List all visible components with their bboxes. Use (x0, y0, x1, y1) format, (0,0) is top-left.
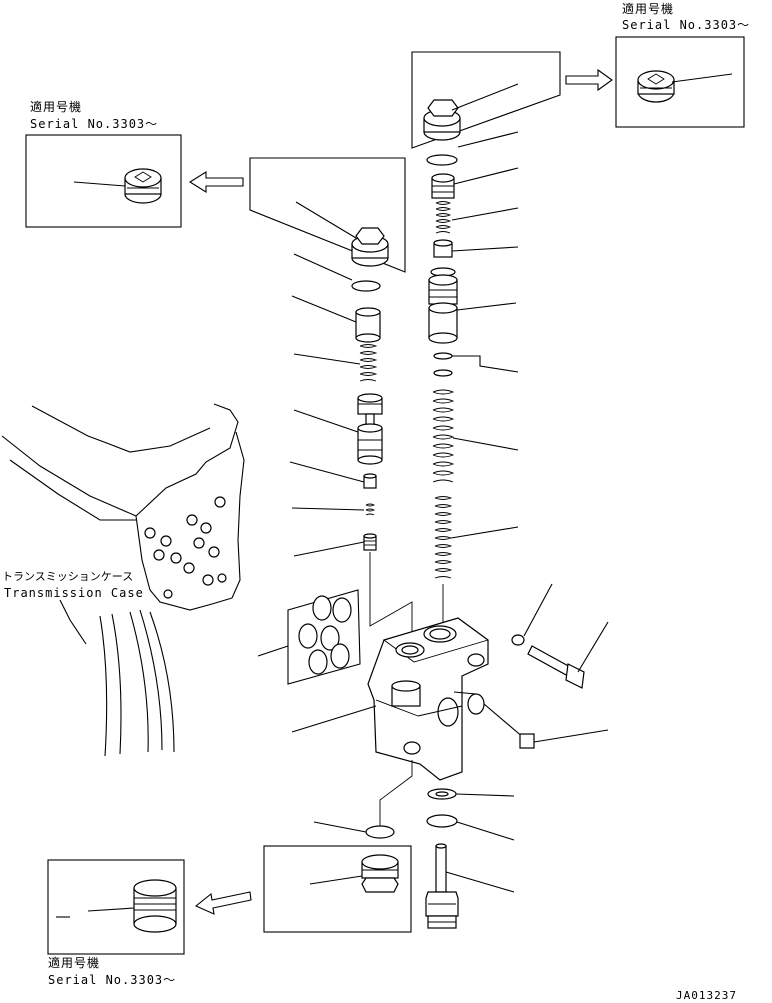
arrow-left-icon (188, 171, 244, 193)
plug-box-bottom (263, 821, 412, 933)
transmission-case-label-jp: トランスミッションケース (2, 570, 134, 583)
arrow-left-bottom-icon (194, 891, 252, 915)
left-column-parts (289, 253, 413, 640)
drawing-id: JA013237 (676, 989, 737, 1002)
plug-box-top (411, 51, 561, 149)
inset-plug-top-right (615, 36, 745, 128)
arrow-right-icon (565, 68, 613, 92)
plug-box-left (249, 157, 406, 273)
serial-bottom-left-applicable: 適用号機 (48, 956, 101, 970)
gasket (257, 589, 361, 685)
serial-bottom-left-number: Serial No.3303～ (48, 973, 177, 987)
transmission-case (1, 403, 245, 757)
serial-top-left-number: Serial No.3303～ (30, 117, 159, 131)
serial-top-right-number: Serial No.3303～ (622, 18, 751, 32)
serial-top-right-applicable: 適用号機 (622, 2, 675, 16)
bottom-right-parts (425, 788, 515, 929)
serial-top-left-applicable: 適用号機 (30, 100, 83, 114)
right-column-parts (426, 131, 519, 622)
inset-plug-bottom-left (47, 859, 185, 955)
bolt-with-washer (511, 583, 609, 689)
transmission-case-label-en: Transmission Case (4, 586, 144, 600)
solenoid-connector (453, 691, 609, 749)
inset-plug-top-left (25, 134, 182, 228)
valve-body (291, 617, 489, 826)
